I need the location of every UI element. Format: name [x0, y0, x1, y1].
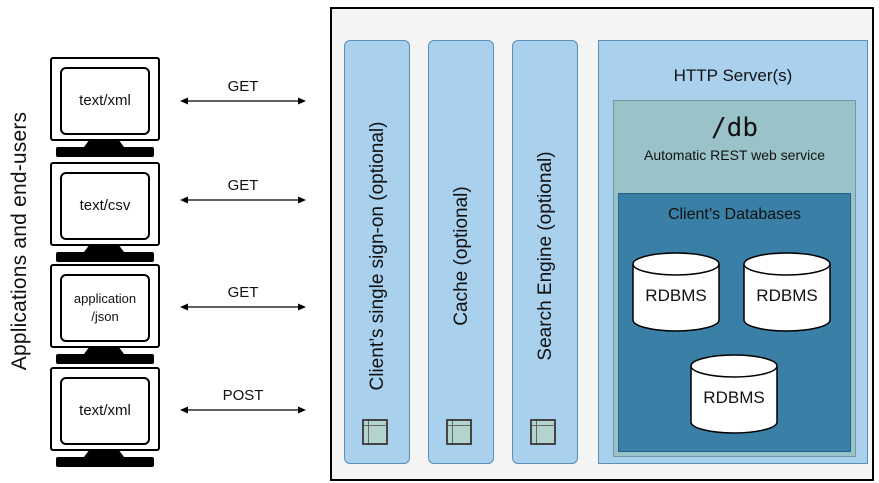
http-method-label: GET [227, 177, 259, 194]
double-arrow-icon [180, 303, 306, 311]
monitor-screen-text: text/xml [60, 67, 150, 135]
database-label: RDBMS [645, 286, 707, 305]
monitor-stand [84, 449, 124, 457]
client-monitor-1: text/xml [50, 57, 160, 159]
monitor-base [56, 147, 154, 157]
search-engine-column-label: Search Engine (optional) [535, 151, 556, 361]
database-cylinder: RDBMS [632, 252, 720, 332]
monitor-screen: text/csv [50, 162, 160, 246]
double-arrow-icon [180, 97, 306, 105]
http-method-label: POST [222, 387, 264, 404]
client-monitor-3: application /json [50, 264, 160, 366]
database-label: RDBMS [703, 388, 765, 407]
client-databases-box: Client’s Databases RDBMS RDBMS [618, 193, 851, 452]
monitor-base [56, 252, 154, 262]
cache-column-label: Cache (optional) [451, 186, 472, 326]
monitor-screen: text/xml [50, 367, 160, 451]
database-cylinder: RDBMS [743, 252, 831, 332]
applications-label-container: Applications and end-users [0, 0, 40, 483]
double-arrow-icon [180, 406, 306, 414]
monitor-base [56, 457, 154, 467]
db-title: /db [711, 113, 758, 143]
request-arrow-1: GET [180, 78, 306, 118]
http-server-title: HTTP Server(s) [673, 66, 793, 85]
monitor-screen: application /json [50, 264, 160, 348]
sso-column-label: Client’s single sign-on (optional) [367, 121, 388, 391]
database-icon [632, 252, 720, 332]
monitor-stand [84, 244, 124, 252]
client-monitor-4: text/xml [50, 367, 160, 469]
monitor-stand [84, 139, 124, 147]
monitor-screen: text/xml [50, 57, 160, 141]
window-icon [362, 419, 388, 445]
window-icon [446, 419, 472, 445]
client-monitor-2: text/csv [50, 162, 160, 264]
double-arrow-icon [180, 196, 306, 204]
monitor-base [56, 354, 154, 364]
monitor-screen-text: application /json [60, 274, 150, 342]
db-subtitle: Automatic REST web service [643, 147, 826, 163]
database-label: RDBMS [756, 286, 818, 305]
request-arrow-2: GET [180, 177, 306, 217]
database-icon [690, 354, 778, 434]
search-engine-column: Search Engine (optional) [512, 40, 578, 464]
db-service-box: /db Automatic REST web service Client’s … [613, 100, 856, 457]
applications-label: Applications and end-users [8, 111, 31, 371]
cache-column: Cache (optional) [428, 40, 494, 464]
http-method-label: GET [227, 284, 259, 301]
database-cylinder: RDBMS [690, 354, 778, 434]
http-method-label: GET [227, 78, 259, 95]
window-icon [530, 419, 556, 445]
sso-column: Client’s single sign-on (optional) [344, 40, 410, 464]
database-icon [743, 252, 831, 332]
http-server-box: HTTP Server(s) /db Automatic REST web se… [598, 40, 868, 464]
client-databases-title: Client’s Databases [667, 206, 802, 223]
request-arrow-3: GET [180, 284, 306, 324]
monitor-screen-text: text/xml [60, 377, 150, 445]
request-arrow-4: POST [180, 387, 306, 427]
monitor-screen-text: text/csv [60, 172, 150, 240]
monitor-stand [84, 346, 124, 354]
